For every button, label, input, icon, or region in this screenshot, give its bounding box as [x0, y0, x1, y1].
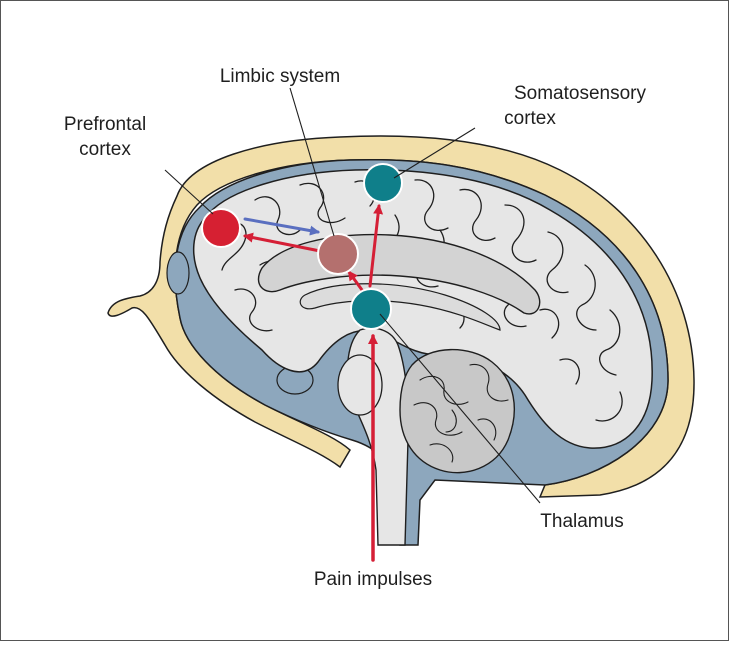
ventricle-pocket-front: [167, 252, 189, 294]
pain-impulses-label: Pain impulses: [314, 569, 432, 590]
somatosensory-cortex-label-line2: cortex: [504, 108, 556, 129]
pons: [338, 355, 382, 415]
prefrontal-cortex-node: [202, 209, 240, 247]
thalamus-node: [351, 289, 391, 329]
limbic-system-label: Limbic system: [220, 66, 340, 87]
prefrontal-cortex-label-line1: Prefrontal: [64, 114, 146, 135]
somatosensory-cortex-label-line1: Somatosensory: [514, 83, 647, 104]
cerebellum: [400, 350, 514, 473]
somatosensory-cortex-node: [364, 164, 402, 202]
thalamus-label: Thalamus: [540, 511, 623, 532]
prefrontal-cortex-label-line2: cortex: [79, 139, 131, 160]
limbic-system-node: [318, 234, 358, 274]
